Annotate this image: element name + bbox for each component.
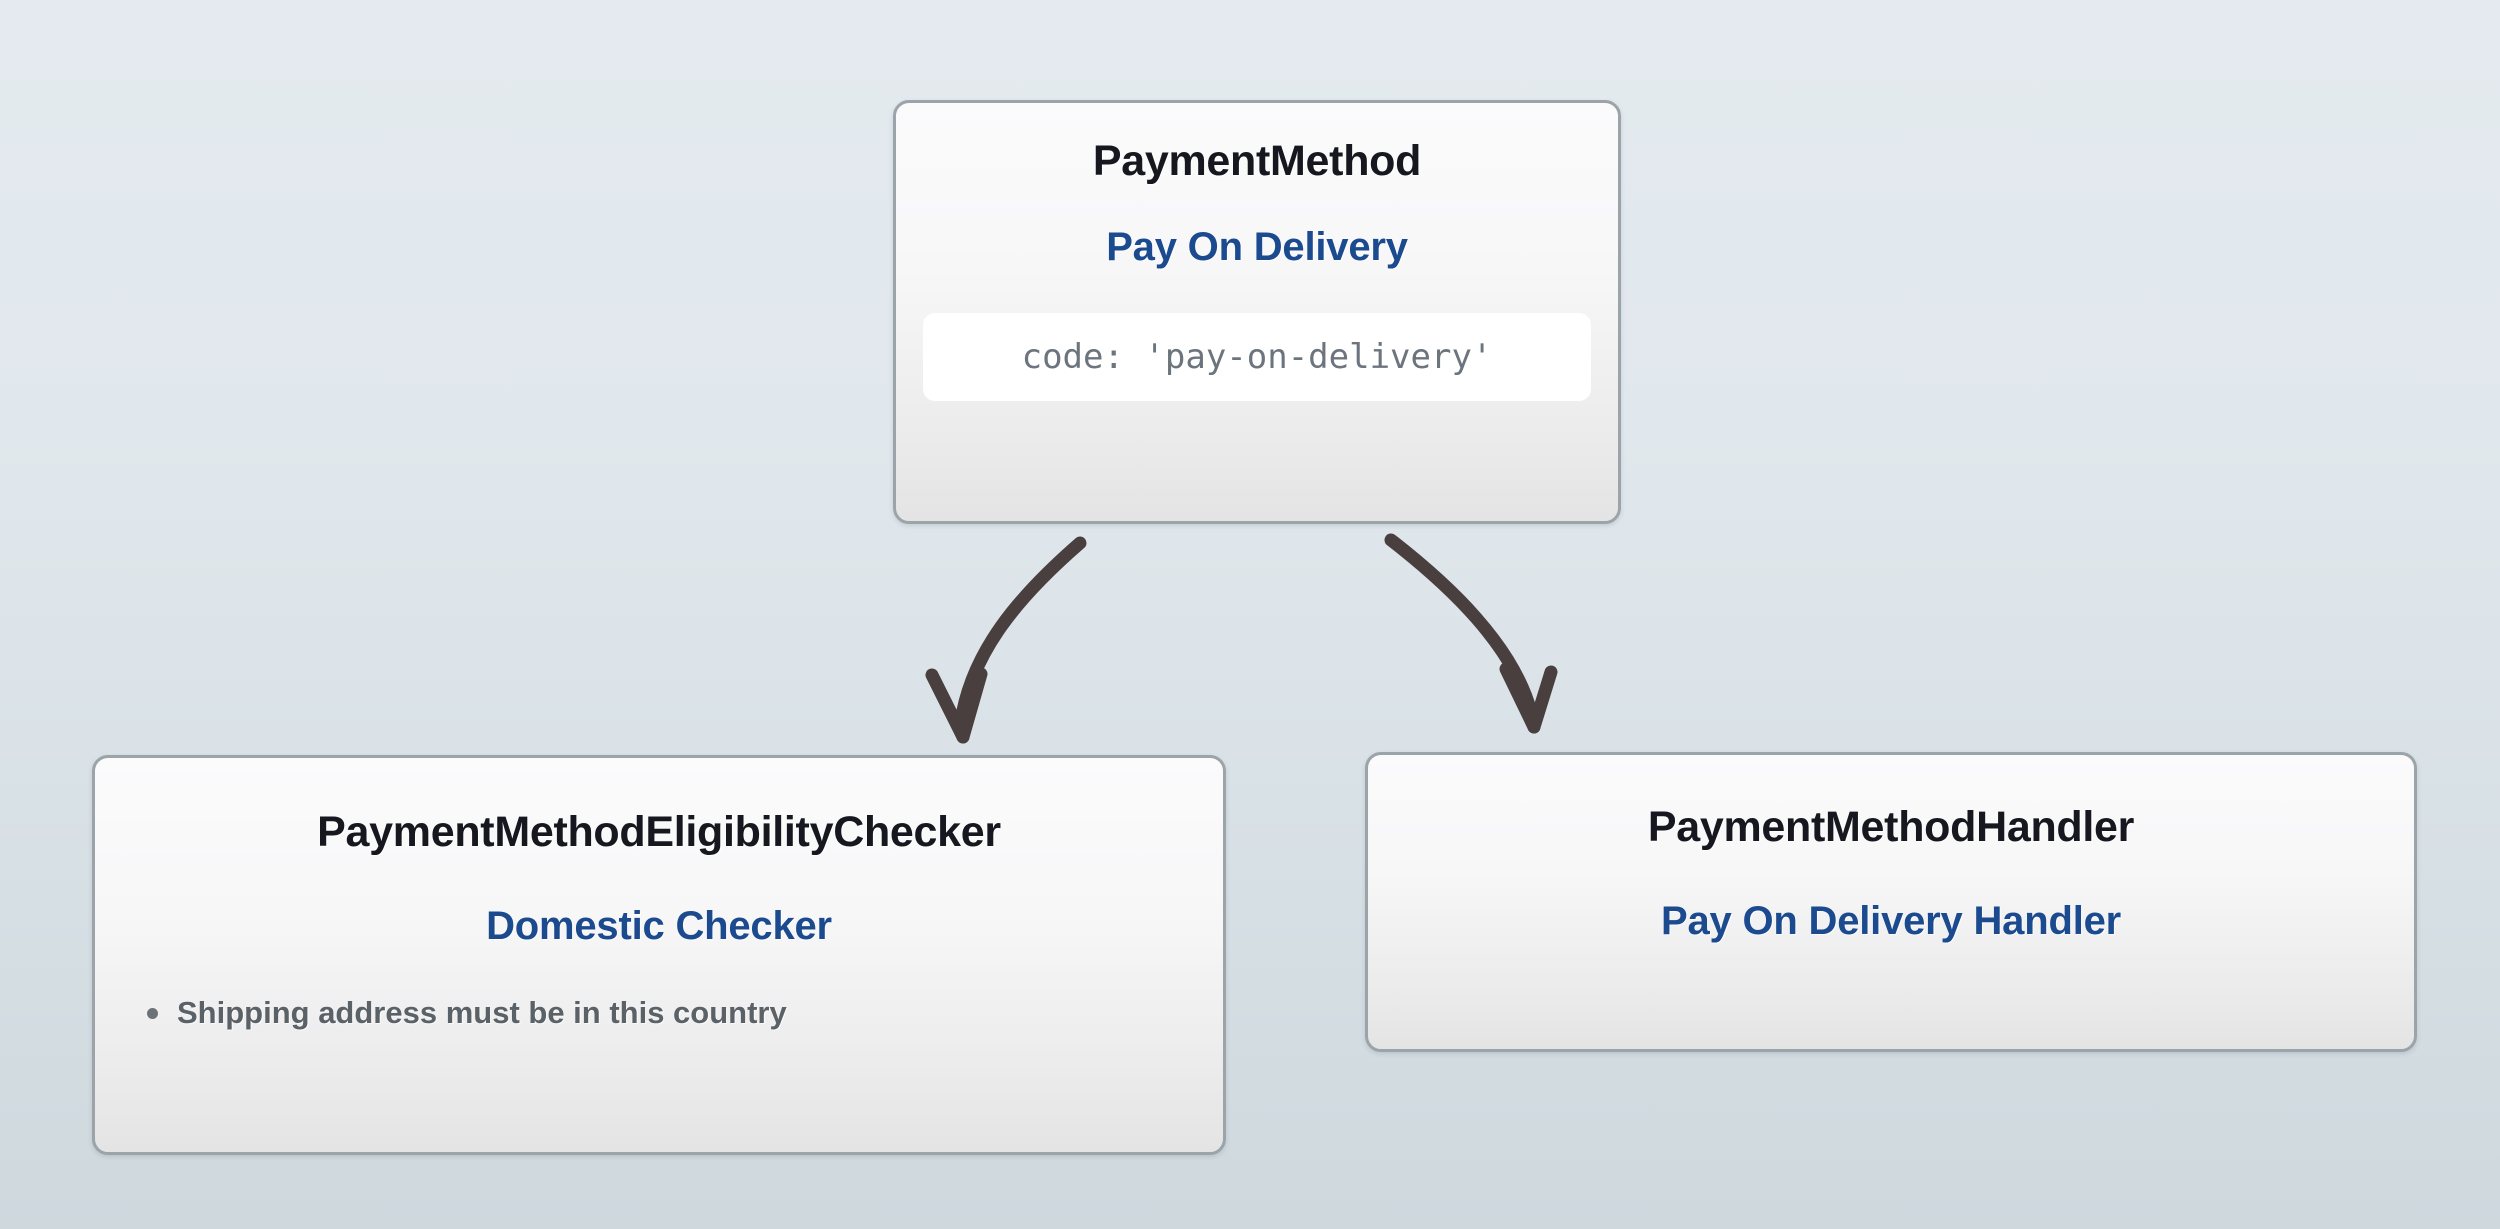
node-handler-name-label: Pay On Delivery Handler [1660,899,2122,944]
node-payment-method[interactable]: PaymentMethod Pay On Delivery code: 'pay… [893,100,1621,524]
list-item: Shipping address must be in this country [147,995,1223,1031]
node-eligibility-checker-criteria-list: Shipping address must be in this country [95,995,1223,1031]
bullet-dot-icon [147,1007,158,1019]
node-payment-method-eligibility-checker[interactable]: PaymentMethodEligibilityChecker Domestic… [92,755,1226,1155]
node-handler-type-label: PaymentMethodHandler [1647,803,2135,851]
arrow-root-to-eligibility-checker [925,536,1087,744]
node-payment-method-code-chip: code: 'pay-on-delivery' [923,313,1591,402]
node-payment-method-name-label: Pay On Delivery [1106,225,1408,270]
criteria-label: Shipping address must be in this country [177,995,787,1031]
node-payment-method-type-label: PaymentMethod [1092,137,1422,185]
node-eligibility-checker-type-label: PaymentMethodEligibilityChecker [317,808,1001,856]
node-eligibility-checker-name-label: Domestic Checker [486,904,832,949]
node-payment-method-handler[interactable]: PaymentMethodHandler Pay On Delivery Han… [1365,752,2417,1052]
arrow-root-to-handler [1384,533,1558,734]
